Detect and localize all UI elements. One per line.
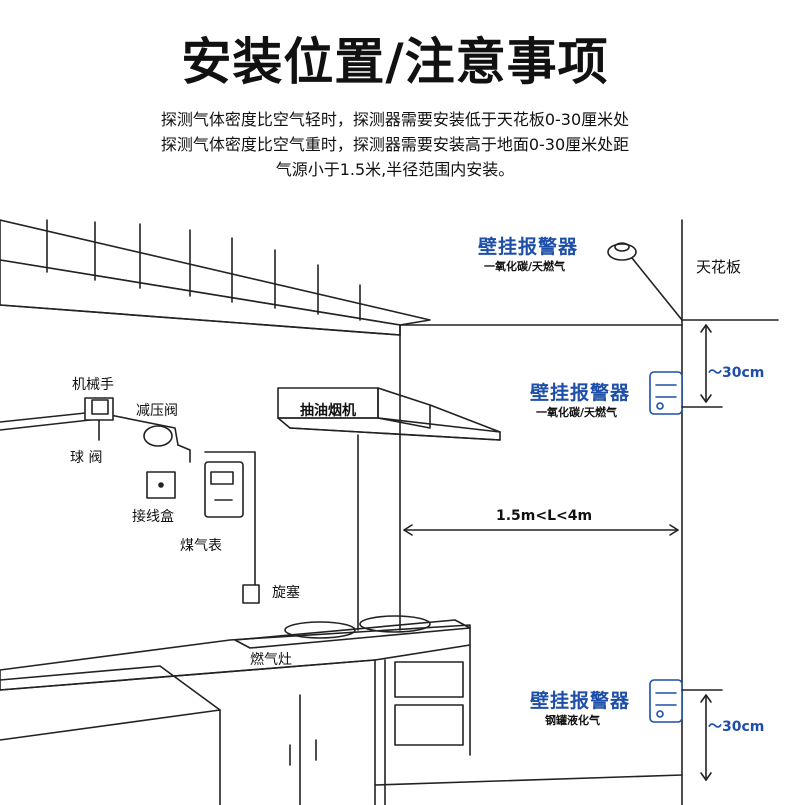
range-hood-label: 抽油烟机 (300, 403, 356, 419)
range-hood (277, 387, 501, 441)
pressure-valve-label: 减压阀 (136, 403, 178, 419)
sink (0, 665, 221, 741)
lower-cabinets (219, 659, 683, 805)
bottom-gap-arrow (700, 694, 712, 781)
ceiling-alarm-subtitle: 一氧化碳/天燃气 (484, 260, 566, 273)
ceiling-alarm-device (607, 242, 683, 321)
upper-alarm-subtitle: 一氧化碳/天燃气 (536, 406, 618, 419)
ball-valve (84, 397, 114, 441)
junction-box-label: 接线盒 (132, 509, 174, 525)
ceiling-alarm-title: 壁挂报警器 (478, 236, 579, 258)
gas-meter (204, 461, 244, 518)
upper-alarm-title: 壁挂报警器 (530, 382, 631, 404)
lower-alarm-title: 壁挂报警器 (530, 690, 631, 712)
ball-valve-label: 球 阀 (70, 450, 103, 466)
distance-label: 1.5m<L<4m (496, 508, 593, 524)
pressure-valve (143, 425, 173, 447)
rotary-plug (242, 584, 260, 604)
instruction-line-1: 探测气体密度比空气轻时，探测器需要安装低于天花板0-30厘米处 (160, 110, 630, 129)
countertop (0, 624, 471, 805)
stove-top (234, 615, 471, 649)
top-gap-arrow (700, 324, 712, 403)
upper-cabinets (0, 219, 431, 336)
bottom-gap-label: ～30cm (708, 719, 765, 735)
upper-wall-alarm-device (649, 371, 723, 415)
gas-stove-label: 燃气灶 (250, 652, 292, 668)
gas-pipe (0, 411, 256, 599)
ceiling-label: 天花板 (696, 258, 742, 276)
kitchen-installation-diagram (0, 219, 779, 805)
rotary-plug-label: 旋塞 (272, 585, 300, 601)
lower-wall-alarm-device (649, 679, 723, 723)
distance-arrow (403, 524, 679, 536)
lower-alarm-subtitle: 钢罐液化气 (545, 714, 600, 727)
instruction-line-2: 探测气体密度比空气重时，探测器需要安装高于地面0-30厘米处距 (160, 135, 630, 154)
mechanical-hand-label: 机械手 (72, 377, 114, 393)
top-gap-label: ～30cm (708, 365, 765, 381)
gas-meter-label: 煤气表 (180, 538, 222, 554)
instruction-line-3: 气源小于1.5米,半径范围内安装。 (275, 160, 515, 179)
page-title: 安装位置/注意事项 (181, 33, 609, 91)
